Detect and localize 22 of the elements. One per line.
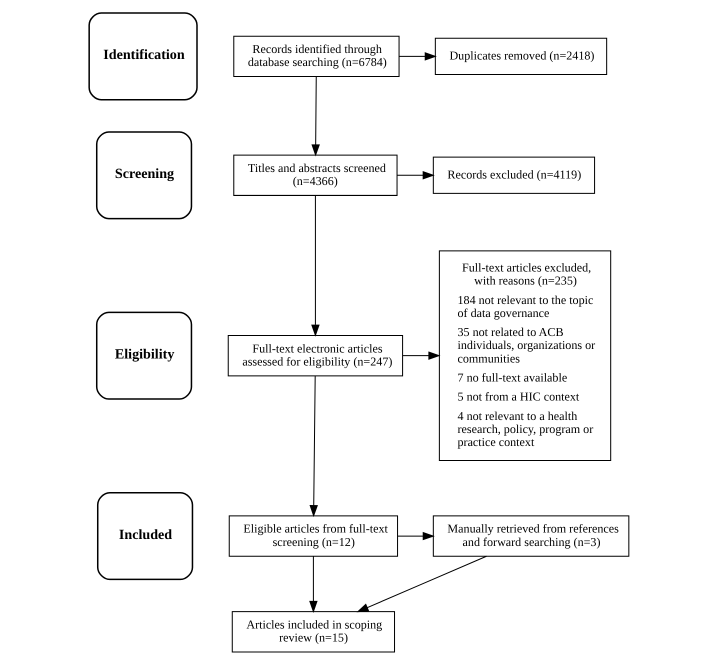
arrow bbox=[311, 195, 320, 336]
node-box: Screening bbox=[96, 130, 192, 219]
node-box: Full-text articles excluded, with reasons (n=235) 184 not relevant to the topic of data governance 35 not related to ACB individuals, organizations or communities 7 no full-text available 5 not from a HIC context 4 not relevant to a health research, policy, program or practice context bbox=[438, 250, 612, 460]
arrow bbox=[310, 376, 318, 517]
node-box: Duplicates removed (n=2418) bbox=[434, 37, 608, 74]
arrow bbox=[311, 76, 320, 156]
node-box: Eligibility bbox=[96, 311, 192, 400]
arrow bbox=[356, 555, 487, 612]
arrow bbox=[309, 556, 318, 612]
node-box: Titles and abstracts screened (n=4366) bbox=[233, 154, 398, 196]
arrow bbox=[398, 531, 435, 540]
arrow bbox=[402, 350, 440, 360]
node-box: Identification bbox=[88, 12, 198, 100]
node-box: Full-text electronic articles assessed for eligibility (n=247) bbox=[228, 334, 404, 376]
node-box: Manually retrieved from references and forward searching (n=3) bbox=[432, 514, 630, 556]
arrow bbox=[397, 170, 435, 180]
node-box: Records excluded (n=4119) bbox=[432, 156, 596, 194]
node-box: Records identified through database searching (n=6784) bbox=[233, 35, 400, 77]
arrow bbox=[399, 52, 437, 60]
node-box: Eligible articles from full-text screening (n=12) bbox=[228, 514, 398, 556]
node-box: Included bbox=[96, 491, 194, 580]
node-box: Articles included in scoping review (n=15) bbox=[232, 610, 396, 652]
